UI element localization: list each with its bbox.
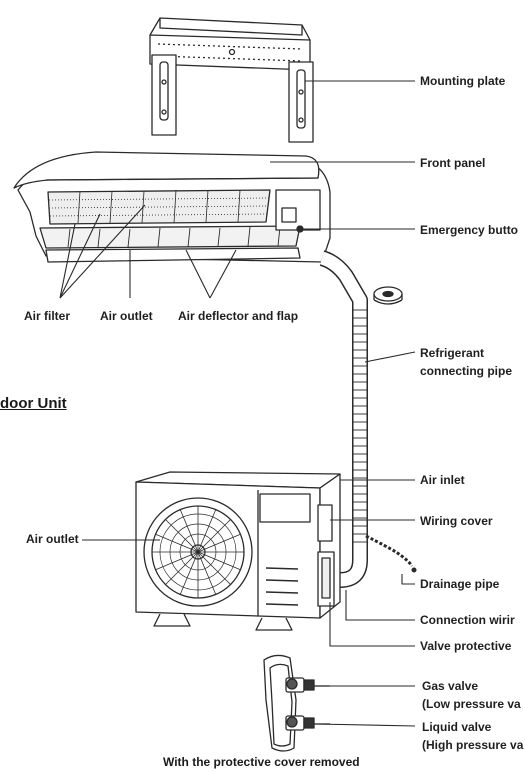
label-refrigerant-line2: connecting pipe: [420, 364, 512, 379]
label-air-deflector: Air deflector and flap: [178, 309, 298, 324]
label-front-panel: Front panel: [420, 156, 485, 171]
label-gas-valve-line2: (Low pressure va: [422, 697, 521, 712]
label-liquid-valve-line1: Liquid valve: [422, 720, 491, 735]
mounting-plate-drawing: [150, 18, 313, 142]
label-mounting-plate: Mounting plate: [420, 74, 505, 89]
outdoor-unit-drawing: [136, 472, 340, 630]
label-gas-valve-line1: Gas valve: [422, 679, 478, 694]
label-air-outlet-outdoor: Air outlet: [26, 532, 79, 547]
indoor-unit-drawing: [14, 152, 330, 262]
label-emergency-button: Emergency butto: [420, 223, 518, 238]
label-wiring-cover: Wiring cover: [420, 514, 493, 529]
label-valve-protective: Valve protective: [420, 639, 511, 654]
section-title: door Unit: [0, 395, 67, 412]
closeup-caption: With the protective cover removed: [163, 755, 360, 769]
label-refrigerant-line1: Refrigerant: [420, 346, 484, 361]
label-air-filter: Air filter: [24, 309, 70, 324]
label-liquid-valve-line2: (High pressure va: [422, 738, 523, 753]
valve-closeup-drawing: [264, 655, 330, 751]
label-air-outlet-indoor: Air outlet: [100, 309, 153, 324]
drainage-pipe-drawing: [366, 536, 416, 572]
label-drainage-pipe: Drainage pipe: [420, 577, 499, 592]
label-connection-wiring: Connection wirir: [420, 613, 515, 628]
label-air-inlet: Air inlet: [420, 473, 465, 488]
